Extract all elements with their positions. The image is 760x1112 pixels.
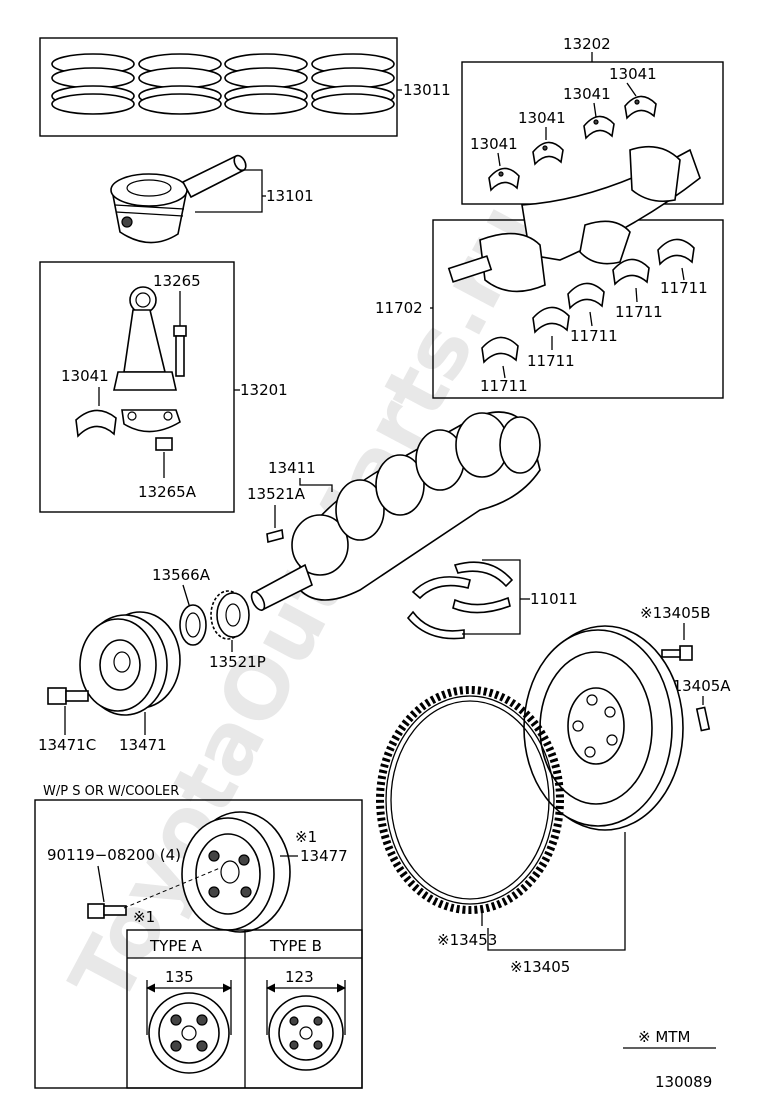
label-13265A: 13265A	[138, 483, 197, 501]
connecting-rod[interactable]	[113, 286, 177, 391]
type-a-header: TYPE A	[149, 937, 203, 955]
label-13453: ※13453	[437, 931, 497, 949]
main-bearing-shell[interactable]	[481, 336, 519, 364]
main-bearings-group: 11702 11711 11711 11711 11711 11711	[375, 145, 724, 399]
piston-pin-group: 13101	[110, 154, 314, 244]
label-13411: 13411	[268, 459, 316, 477]
rod-cap[interactable]	[121, 409, 181, 433]
label-11711-b: 11711	[615, 303, 663, 321]
thrust-washers-group: 11011	[406, 559, 578, 640]
label-11711-a: 11711	[660, 279, 708, 297]
label-13101: 13101	[266, 187, 314, 205]
bearing-shell[interactable]	[583, 115, 615, 140]
label-13471: 13471	[119, 736, 167, 754]
main-bearing-shell[interactable]	[567, 282, 605, 310]
label-11702: 11702	[375, 299, 423, 317]
type-b-pulley	[268, 995, 344, 1071]
label-13202: 13202	[563, 35, 611, 53]
type-b-header: TYPE B	[269, 937, 322, 955]
label-11711-d: 11711	[527, 352, 575, 370]
piston-pin[interactable]	[181, 154, 248, 199]
label-type-note: ※1	[133, 908, 155, 926]
label-13405: ※13405	[510, 958, 570, 976]
rod-bearing-shell[interactable]	[75, 409, 117, 438]
bearing-shell[interactable]	[624, 95, 657, 120]
crank-pulley[interactable]	[79, 611, 181, 716]
label-13265: 13265	[153, 272, 201, 290]
label-13405B: ※13405B	[640, 604, 711, 622]
label-11011: 11011	[530, 590, 578, 608]
connecting-rod-frame	[39, 261, 235, 513]
main-bearing-shell[interactable]	[612, 258, 650, 286]
bearing-shell[interactable]	[532, 141, 564, 166]
crank-sprocket-group: 13566A 13521P	[152, 566, 266, 671]
piston-ring-set[interactable]	[51, 53, 395, 115]
label-13041-e: 13041	[61, 367, 109, 385]
ring-gear[interactable]	[376, 686, 564, 914]
main-bearing-shell[interactable]	[532, 306, 570, 334]
type-a-dimension: 135	[165, 968, 194, 986]
upper-bearings-group: 13202 13041 13041 13041 13041	[461, 35, 724, 205]
crankshaft[interactable]	[249, 411, 541, 612]
label-13041-b: 13041	[563, 85, 611, 103]
flywheel-dowel-pin[interactable]	[695, 706, 711, 732]
crankshaft-sketch	[447, 145, 701, 293]
label-11711-c: 11711	[570, 327, 618, 345]
crank-pulley-group: 13471C 13471	[38, 611, 181, 754]
bearing-shell[interactable]	[488, 167, 520, 192]
flywheel[interactable]	[523, 625, 684, 831]
label-13471C: 13471C	[38, 736, 96, 754]
pulley-bolt[interactable]	[47, 687, 89, 705]
label-13201: 13201	[240, 381, 288, 399]
crankshaft-group: 13411 13521A	[247, 411, 541, 612]
legend-note: ※ MTM	[638, 1028, 690, 1046]
thrust-washer[interactable]	[406, 561, 514, 640]
woodruff-key[interactable]	[266, 528, 284, 544]
piston-rings-frame	[39, 37, 398, 137]
image-code: 130089	[655, 1073, 712, 1091]
rod-bolt[interactable]	[173, 325, 187, 377]
label-13521P: 13521P	[209, 653, 266, 671]
alt-crank-pulley[interactable]	[181, 811, 291, 933]
label-90119: 90119−08200 (4)	[47, 846, 181, 864]
label-13477: 13477	[300, 847, 348, 865]
rod-nut[interactable]	[155, 437, 173, 451]
flywheel-group: ※13405B ※13405A ※13405 ※13453	[376, 604, 731, 976]
label-13041-c: 13041	[518, 109, 566, 127]
oil-seal-ring[interactable]	[179, 604, 207, 646]
main-bearing-shell[interactable]	[657, 238, 695, 266]
alt-pulley-group: W/P S OR W/COOLER ※1 13477 90119−08200 (…	[34, 784, 363, 1089]
connecting-rod-group: 13201 13265 13041 13265A	[39, 261, 288, 513]
type-a-pulley	[148, 992, 230, 1074]
piston-rings-group: 13011	[39, 37, 451, 137]
label-13566A: 13566A	[152, 566, 211, 584]
variant-caption: W/P S OR W/COOLER	[43, 784, 179, 799]
type-b-dimension: 123	[285, 968, 314, 986]
flywheel-bolt[interactable]	[661, 645, 693, 661]
alt-pulley-bolt[interactable]	[87, 903, 127, 919]
label-13041-a: 13041	[609, 65, 657, 83]
crank-timing-gear[interactable]	[210, 590, 250, 640]
label-11711-e: 11711	[480, 377, 528, 395]
label-13011: 13011	[403, 81, 451, 99]
label-13521A: 13521A	[247, 485, 306, 503]
piston[interactable]	[110, 173, 188, 244]
watermark: ToyotaOutMarts.ru	[51, 188, 555, 1019]
label-13041-d: 13041	[470, 135, 518, 153]
label-13477-note: ※1	[295, 828, 317, 846]
